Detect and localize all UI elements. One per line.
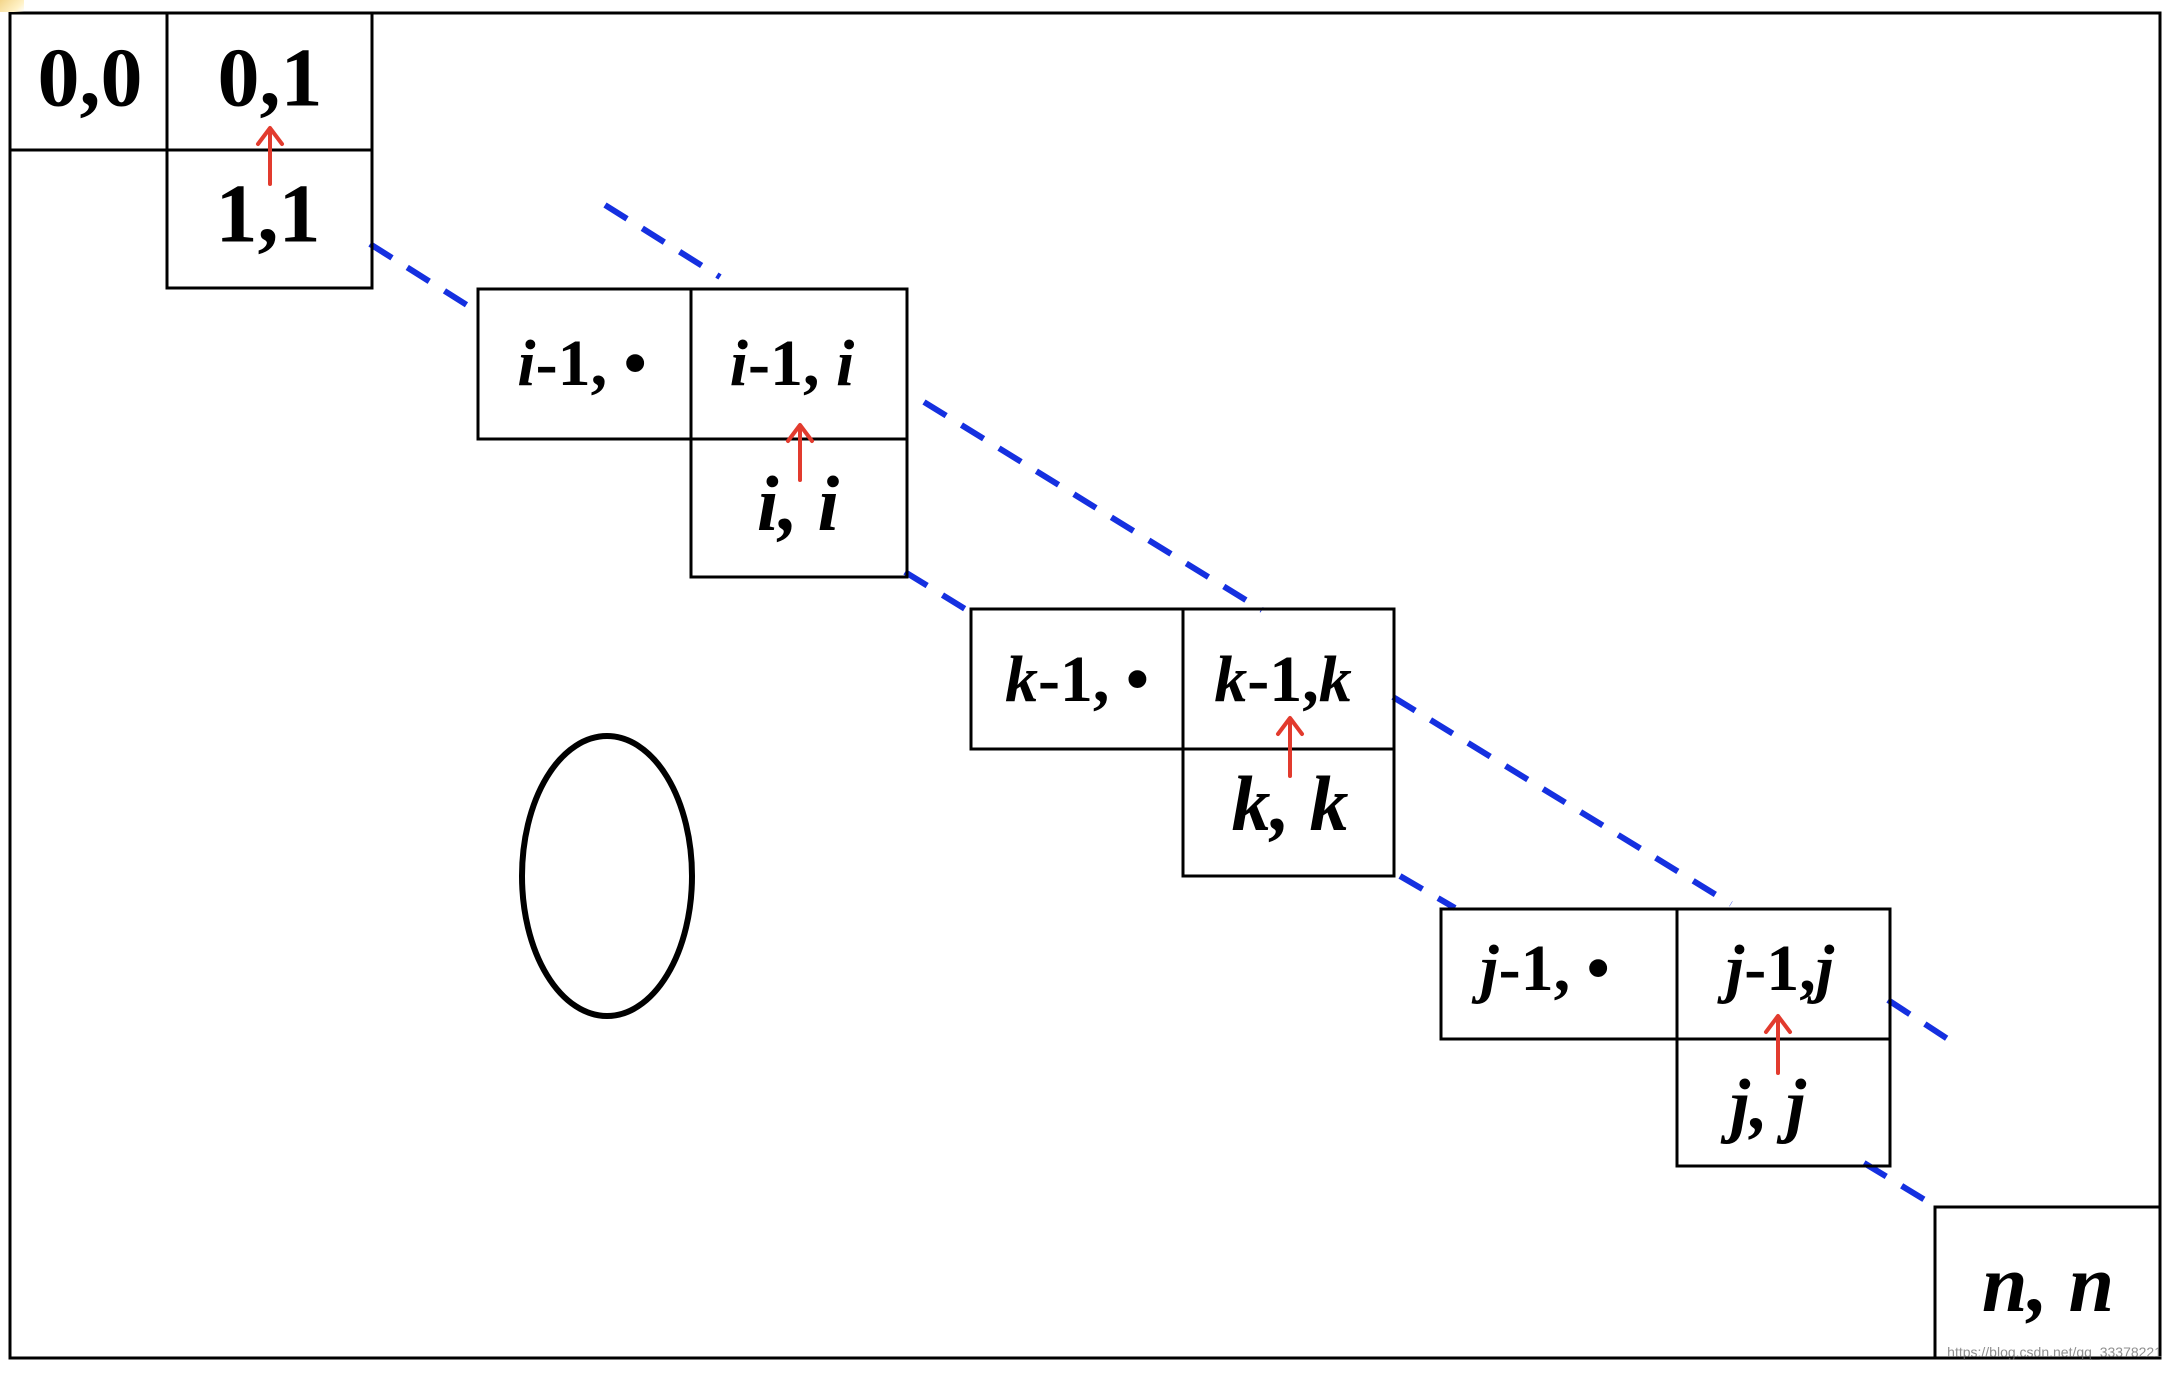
corner-accent (0, 0, 24, 12)
cell-j-j (1675, 1037, 1892, 1168)
cell-i-minus-1-dot-label: i-1, • (517, 327, 646, 400)
cell-j-minus-1-dot-label: j-1, • (1471, 932, 1609, 1005)
up-arrow-icon (1764, 1014, 1792, 1075)
ellipse-shape (519, 733, 695, 1019)
cell-0-1-label: 0,1 (218, 31, 323, 124)
dash-lower-segment-4 (1862, 1160, 1937, 1209)
cell-n-n (1933, 1205, 2162, 1360)
cell-n-n-label: n, n (1982, 1238, 2114, 1329)
dash-lower-segment-2 (903, 569, 977, 618)
dash-upper-segment-3 (1391, 694, 1733, 907)
outer-frame (8, 11, 2162, 1360)
dash-upper-segment-1 (603, 202, 722, 280)
dash-lower-segment-1 (368, 241, 480, 315)
up-arrow-icon (786, 423, 814, 482)
dash-upper-segment-2 (922, 399, 1264, 613)
cell-k-minus-1-k-label: k-1,k (1214, 643, 1351, 716)
cell-j-j-label: j, j (1720, 1065, 1807, 1145)
cell-i-minus-1-i-label: i-1, i (730, 327, 855, 400)
watermark: https://blog.csdn.net/qq_33378221 (1947, 1344, 2162, 1360)
cell-0-0-label: 0,0 (38, 31, 143, 124)
cell-j-minus-1-j-label: j-1,j (1717, 932, 1835, 1005)
up-arrow-icon (256, 126, 284, 186)
cell-k-minus-1-dot-label: k-1, • (1005, 643, 1149, 716)
dash-upper-segment-4 (1886, 997, 1959, 1048)
dash-lower-segment-3 (1398, 873, 1457, 911)
up-arrow-icon (1276, 716, 1304, 778)
